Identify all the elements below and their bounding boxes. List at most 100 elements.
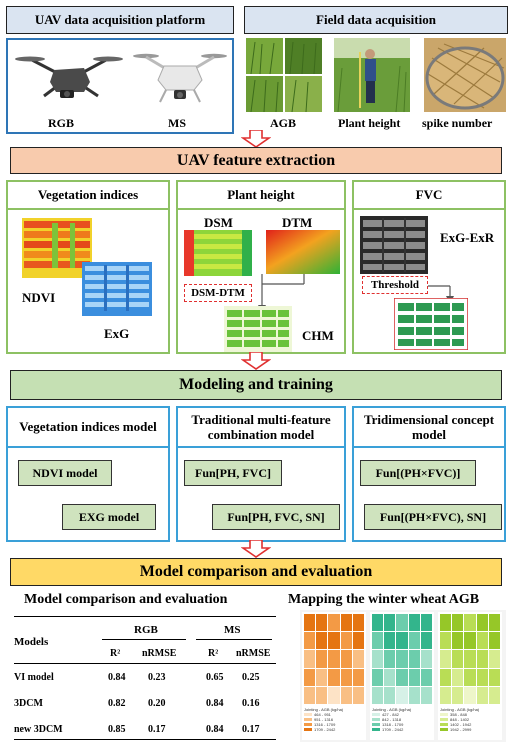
row-value: 0.82	[108, 698, 126, 709]
legend-class: 1402 - 1942	[450, 722, 472, 727]
row-model: VI model	[14, 672, 54, 683]
dtm-label: DTM	[282, 215, 313, 230]
agb-map-lime: Jointing - AGB (kg/ha) 358 - 848 848 - 1…	[438, 612, 502, 740]
map-plot-cell	[452, 632, 464, 650]
map-plot-cell	[488, 632, 500, 650]
dsm-label: DSM	[204, 215, 233, 230]
row-value: 0.25	[242, 672, 260, 683]
rgb-label: RGB	[48, 116, 75, 130]
legend-class: 1316 - 1709	[314, 722, 336, 727]
table-row: VI model 0.84 0.23 0.65 0.25	[14, 672, 276, 686]
exg-label: ExG	[104, 326, 130, 341]
map-plot-cell	[304, 668, 316, 686]
map-plot-cell	[328, 632, 340, 650]
map-plot-cell	[396, 632, 408, 650]
legend-title: Jointing - AGB (kg/ha)	[372, 707, 412, 712]
map-plot-cell	[340, 632, 352, 650]
chm-map-image	[224, 306, 292, 352]
sub-header-nrmse-ms: nRMSE	[236, 648, 271, 659]
map-plot-cell	[304, 614, 316, 632]
row-value: 0.84	[206, 724, 224, 735]
agb-label: AGB	[270, 116, 297, 130]
map-plot-cell	[464, 614, 476, 632]
map-plot-cell	[304, 650, 316, 668]
table-row: 3DCM 0.82 0.20 0.84 0.16	[14, 698, 276, 712]
map-plot-cell	[396, 686, 408, 704]
threshold-box: Threshold	[362, 276, 428, 294]
ms-group-rule	[196, 639, 272, 640]
fvc-panel-title: FVC	[354, 182, 504, 210]
legend-class: 1709 - 2442	[314, 727, 336, 732]
tridimensional-title-line2: model	[412, 427, 446, 442]
map-plot-cell	[408, 668, 420, 686]
ndvi-map-image	[22, 218, 92, 278]
map-plot-cell	[420, 668, 432, 686]
fun-ph-fvc-sn-box: Fun[PH, FVC, SN]	[212, 504, 340, 530]
map-plot-cell	[384, 650, 396, 668]
traditional-model-panel: Traditional multi-feature combination mo…	[176, 406, 346, 542]
map-plot-cell	[464, 668, 476, 686]
fvc-map-image	[394, 298, 468, 350]
map-plot-cell	[452, 650, 464, 668]
traditional-title-line1: Traditional multi-feature	[191, 412, 331, 427]
legend-class: 1318 - 1709	[382, 722, 404, 727]
uav-platform-title: UAV data acquisition platform	[6, 6, 234, 34]
legend-class: 427 - 842	[382, 712, 399, 717]
rgb-drone-image	[15, 56, 123, 98]
map-plot-cell	[352, 686, 364, 704]
legend-class: 1942 - 2999	[450, 727, 472, 732]
legend-class: 848 - 1402	[450, 717, 470, 722]
ndvi-model-box: NDVI model	[18, 460, 112, 486]
vi-panel-title: Vegetation indices	[8, 182, 168, 210]
plant-height-label: Plant height	[338, 116, 401, 130]
comparison-title: Model comparison and evaluation	[10, 558, 502, 586]
map-plot-cell	[372, 686, 384, 704]
legend-title: Jointing - AGB (kg/ha)	[304, 707, 344, 712]
field-data-panel: AGB Plant height spike number	[244, 38, 508, 134]
vi-model-panel: Vegetation indices model NDVI model EXG …	[6, 406, 170, 542]
comparison-table-title: Model comparison and evaluation	[24, 592, 228, 607]
dtm-map-image	[266, 230, 340, 274]
map-plot-cell	[408, 614, 420, 632]
map-plot-cell	[440, 668, 452, 686]
row-value: 0.84	[108, 672, 126, 683]
legend-class: 358 - 848	[450, 712, 467, 717]
vi-model-title: Vegetation indices model	[8, 408, 168, 448]
map-plot-cell	[352, 668, 364, 686]
agb-maps-panel: Jointing - AGB (kg/ha) 464 - 951 951 - 1…	[300, 610, 506, 742]
tridimensional-model-title: Tridimensional concept model	[354, 408, 504, 448]
legend-class: 1709 - 2442	[382, 727, 404, 732]
map-plot-cell	[464, 650, 476, 668]
plant-height-photo	[334, 38, 410, 112]
traditional-title-line2: combination model	[207, 427, 315, 442]
plant-height-panel-title: Plant height	[178, 182, 344, 210]
exg-exr-label: ExG-ExR	[440, 230, 495, 245]
map-plot-cell	[464, 632, 476, 650]
plant-height-panel: Plant height DSM DTM DSM-DTM CHM	[176, 180, 346, 354]
sub-header-r2-rgb: R²	[110, 648, 121, 659]
map-plot-cell	[440, 650, 452, 668]
table-bottom-rule	[14, 739, 276, 740]
sub-header-r2-ms: R²	[208, 648, 219, 659]
table-header-rule	[14, 663, 276, 664]
map-plot-cell	[352, 614, 364, 632]
exg-exr-map-image	[360, 216, 428, 274]
map-plot-cell	[304, 632, 316, 650]
results-table: RGB MS Models R² nRMSE R² nRMSE VI model…	[14, 612, 276, 740]
map-plot-cell	[384, 632, 396, 650]
row-model: 3DCM	[14, 698, 43, 709]
map-plot-cell	[372, 614, 384, 632]
tridimensional-title-line1: Tridimensional concept	[363, 412, 495, 427]
map-plot-cell	[328, 650, 340, 668]
map-plot-cell	[316, 632, 328, 650]
row-value: 0.65	[206, 672, 224, 683]
traditional-model-title: Traditional multi-feature combination mo…	[178, 408, 344, 448]
map-plot-cell	[384, 686, 396, 704]
exg-model-box: EXG model	[62, 504, 156, 530]
down-arrow-3	[241, 540, 271, 558]
map-plot-cell	[452, 686, 464, 704]
row-value: 0.23	[148, 672, 166, 683]
ms-group-header: MS	[224, 624, 241, 636]
map-plot-cell	[396, 668, 408, 686]
map-plot-cell	[408, 632, 420, 650]
